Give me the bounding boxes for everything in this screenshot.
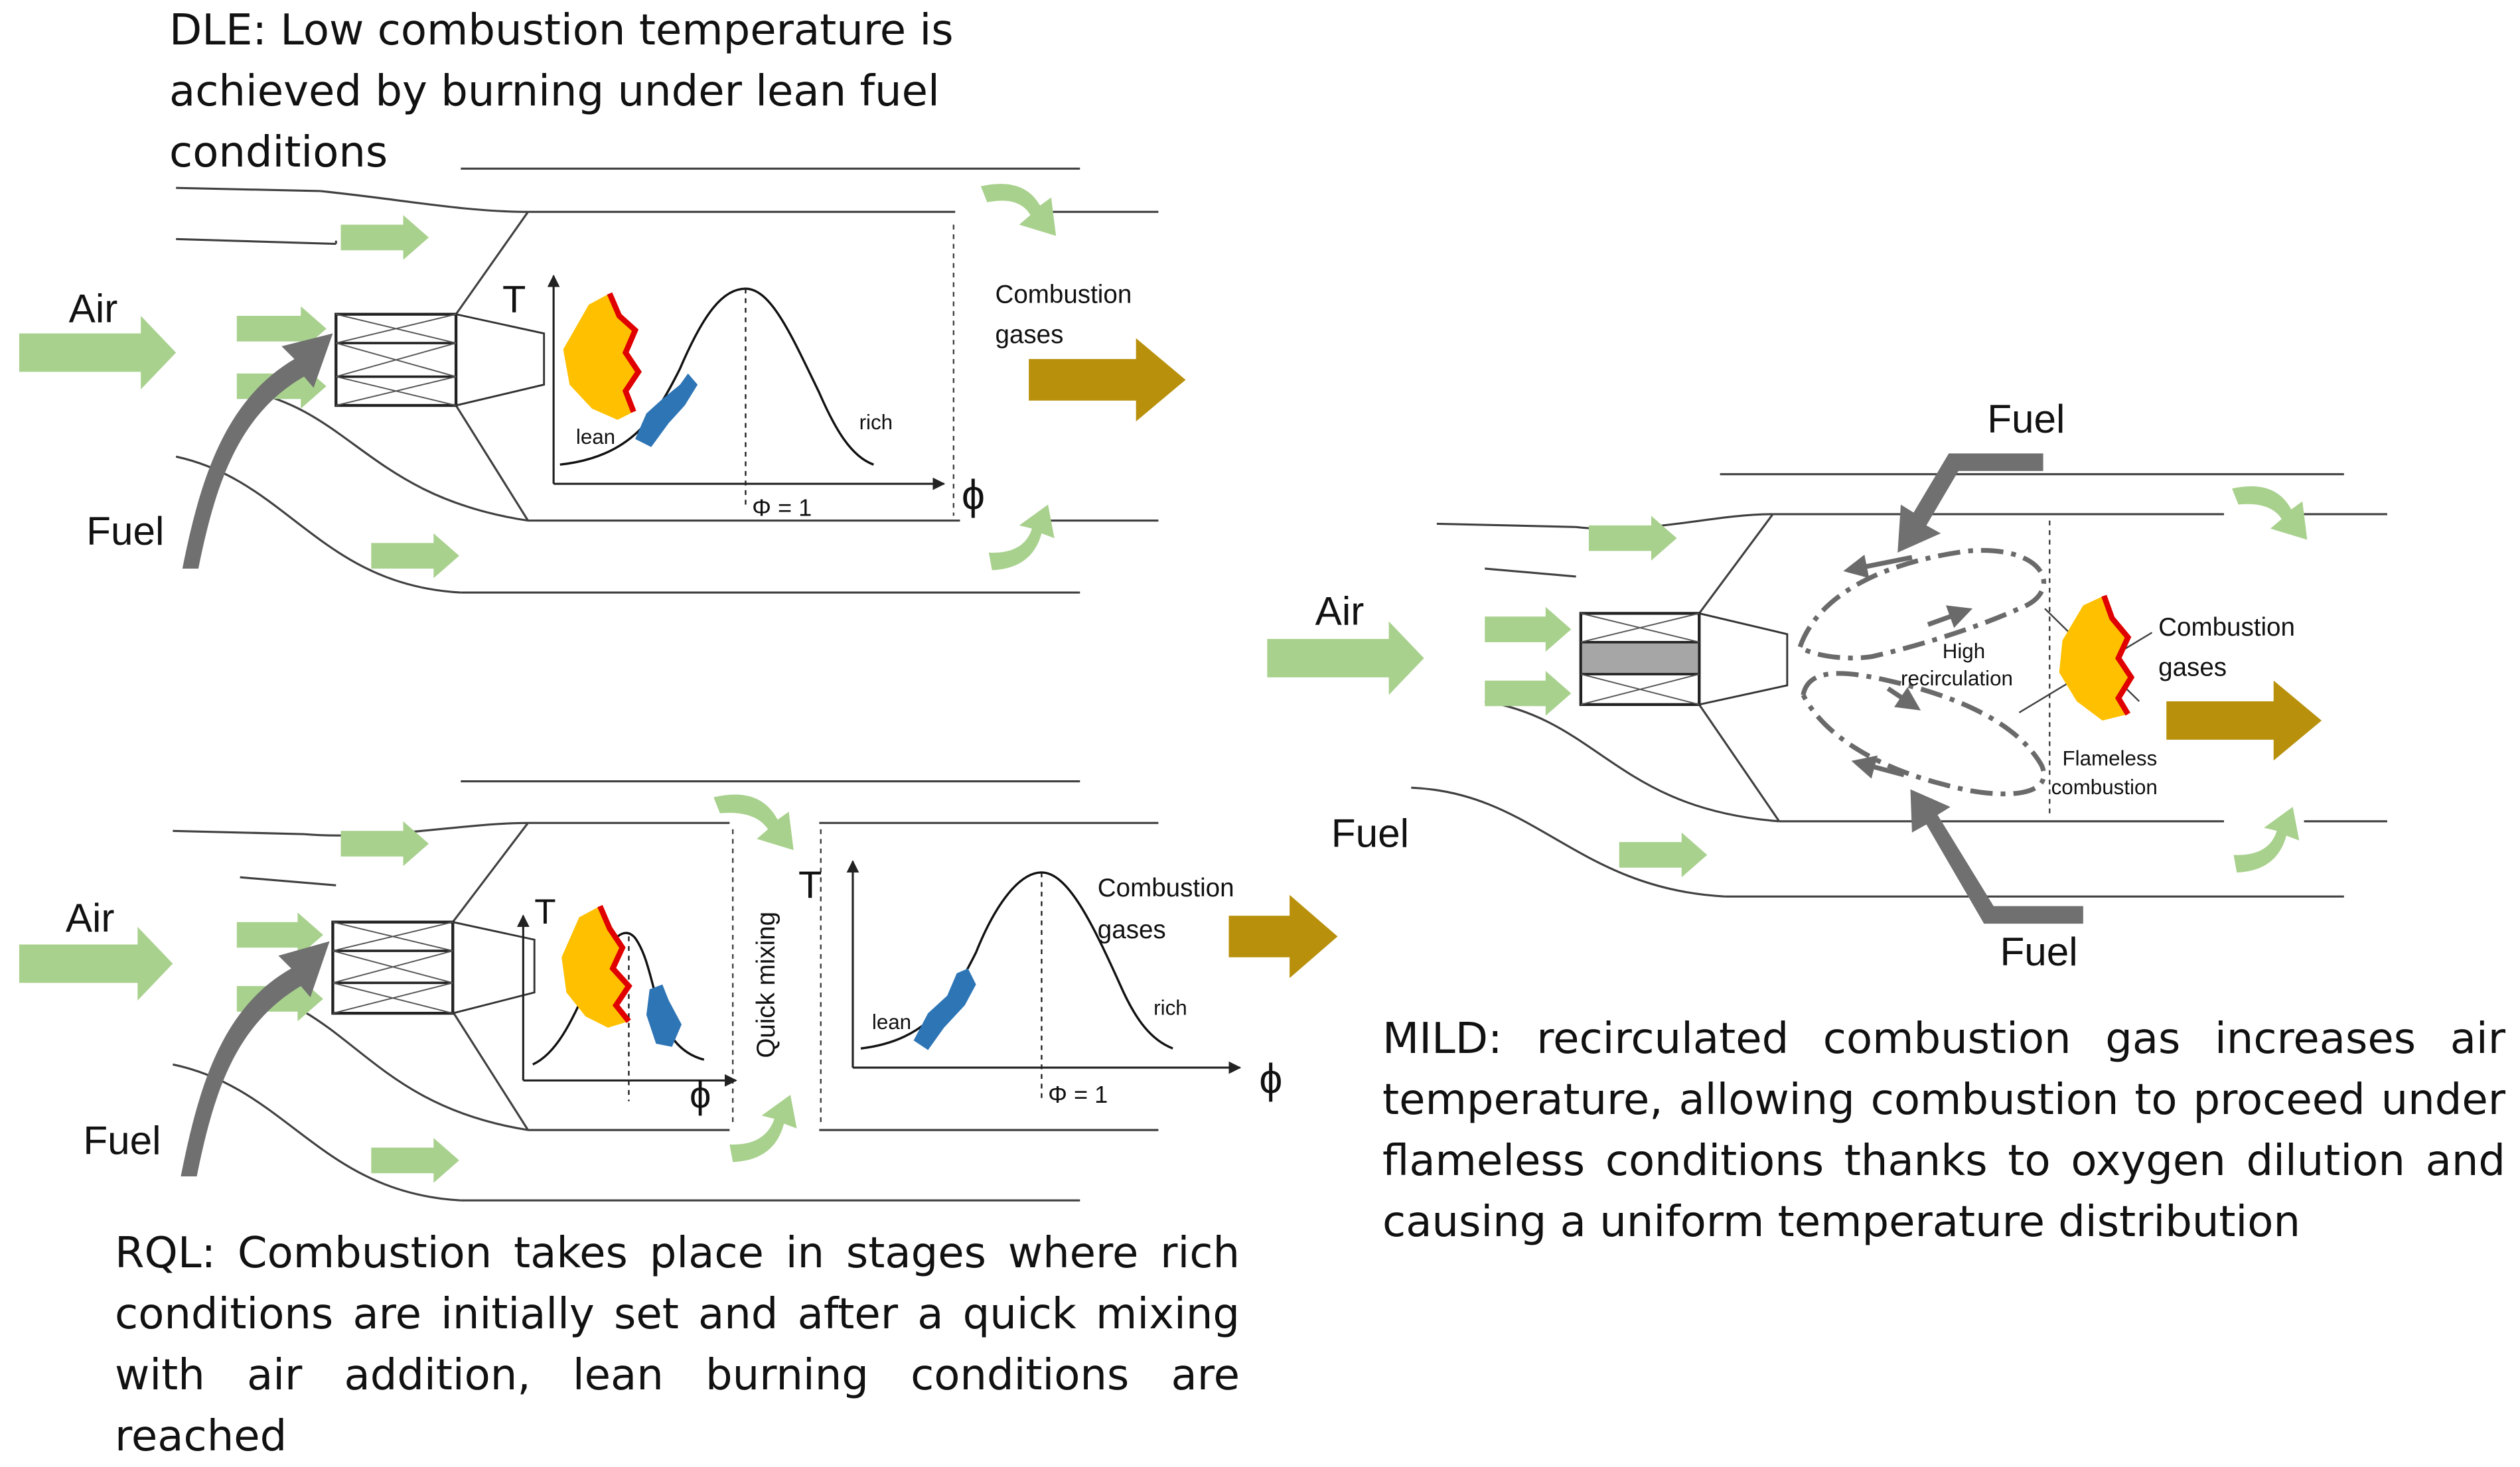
mild-combustor <box>1411 473 2387 898</box>
mild-air-arrows <box>1267 486 2308 878</box>
mild-caption: MILD: recirculated combustion gas increa… <box>1382 1009 2505 1253</box>
combustion-diagram: Air Fuel T ϕ Φ = 1 lean rich Combustion … <box>19 167 2387 1202</box>
mild-fuel-bottom-label: Fuel <box>2000 929 2077 974</box>
mild-recirculation <box>1797 547 2047 797</box>
mild-caption-line: temperature, allowing combustion to proc… <box>1382 1076 2505 1125</box>
mild-gases-label-2: gases <box>2158 653 2227 681</box>
dle-axis-phi: ϕ <box>962 472 985 519</box>
rql-axis-t2: T <box>798 865 822 907</box>
mild-labels: Air Fuel Fuel Fuel High recirculation Co… <box>1315 396 2295 974</box>
dle-caption-line: DLE: Low combustion temperature is <box>169 6 954 55</box>
rql-gases-label-1: Combustion <box>1098 874 1234 902</box>
rql-combustor <box>173 780 1159 1202</box>
mild-fuel-left-label: Fuel <box>1331 810 1409 855</box>
rql-gases-label-2: gases <box>1098 916 1166 944</box>
rql-gas-arrow <box>1228 894 1338 979</box>
figure: Air Fuel T ϕ Φ = 1 lean rich Combustion … <box>19 0 2505 1461</box>
dle-air-arrows <box>19 184 1057 579</box>
mild-fuel-arrow-top <box>1897 453 2043 553</box>
mild-fuel-top-label: Fuel <box>1987 396 2065 441</box>
dle-chart <box>547 274 946 510</box>
rql-air-label: Air <box>66 895 115 940</box>
mild-flameless-label-1: Flameless <box>2063 746 2158 770</box>
dle-axis-t: T <box>502 279 526 321</box>
rql-caption-line: with air addition, lean burning conditio… <box>115 1351 1240 1461</box>
dle-caption: DLE: Low combustion temperature is achie… <box>169 0 1032 183</box>
mild-caption-line: causing a uniform temperature distributi… <box>1382 1198 2300 1247</box>
rql-lean-label: lean <box>872 1011 911 1034</box>
dle-gases-label-1: Combustion <box>996 281 1132 309</box>
dle-gas-arrow <box>1029 338 1186 422</box>
rql-quick-mixing: Quick mixing <box>752 912 780 1058</box>
rql-caption-line: conditions are initially set and after a… <box>115 1290 1240 1339</box>
mild-flameless-label-2: combustion <box>2051 776 2158 799</box>
dle-rich-label: rich <box>859 411 893 434</box>
dle-phi-eq: Φ = 1 <box>752 494 812 521</box>
dle-caption-line: conditions <box>169 128 388 177</box>
dle-lean-label: lean <box>576 425 615 449</box>
rql-rich-label: rich <box>1153 997 1187 1020</box>
mild-gases-label-1: Combustion <box>2158 613 2295 642</box>
dle-swirler <box>334 313 546 407</box>
rql-axis-t1: T <box>534 892 556 932</box>
rql-swirler <box>331 920 536 1015</box>
rql-caption-line: RQL: Combustion takes place in stages wh… <box>115 1229 1240 1278</box>
rql-caption: RQL: Combustion takes place in stages wh… <box>115 1223 1240 1467</box>
mild-high-label-2: recirculation <box>1901 667 2013 690</box>
mild-air-label: Air <box>1315 588 1365 633</box>
mild-caption-line: flameless conditions thanks to oxygen di… <box>1382 1137 2505 1186</box>
dle-air-label: Air <box>69 286 118 331</box>
dle-caption-line: achieved by burning under lean fuel <box>169 67 940 116</box>
mild-recirculation-arrows <box>1843 554 1973 779</box>
rql-labels: Air Fuel T ϕ Quick mixing T ϕ Φ = 1 lean… <box>66 865 1283 1163</box>
dle-fuel-label: Fuel <box>86 508 164 553</box>
rql-phi-eq: Φ = 1 <box>1048 1081 1108 1108</box>
rql-axis-phi1: ϕ <box>690 1074 711 1116</box>
rql-chart-lean <box>846 860 1242 1101</box>
mild-caption-line: MILD: recirculated combustion gas increa… <box>1382 1014 2505 1064</box>
mild-swirler <box>1579 612 1789 707</box>
rql-fuel-arrow <box>181 941 330 1177</box>
dle-combustor <box>175 167 1159 594</box>
rql-axis-phi2: ϕ <box>1259 1056 1282 1103</box>
dle-labels: Air Fuel T ϕ Φ = 1 lean rich Combustion … <box>69 279 1132 553</box>
mild-fuel-arrow-bottom <box>1910 789 2083 924</box>
mild-gas-arrow <box>2166 680 2322 761</box>
dle-fuel-arrow <box>182 333 333 569</box>
rql-fuel-label: Fuel <box>83 1117 161 1162</box>
rql-chart-rich <box>516 904 737 1101</box>
dle-gases-label-2: gases <box>996 320 1064 349</box>
mild-flame <box>2059 594 2135 721</box>
mild-high-label-1: High <box>1943 640 1985 663</box>
